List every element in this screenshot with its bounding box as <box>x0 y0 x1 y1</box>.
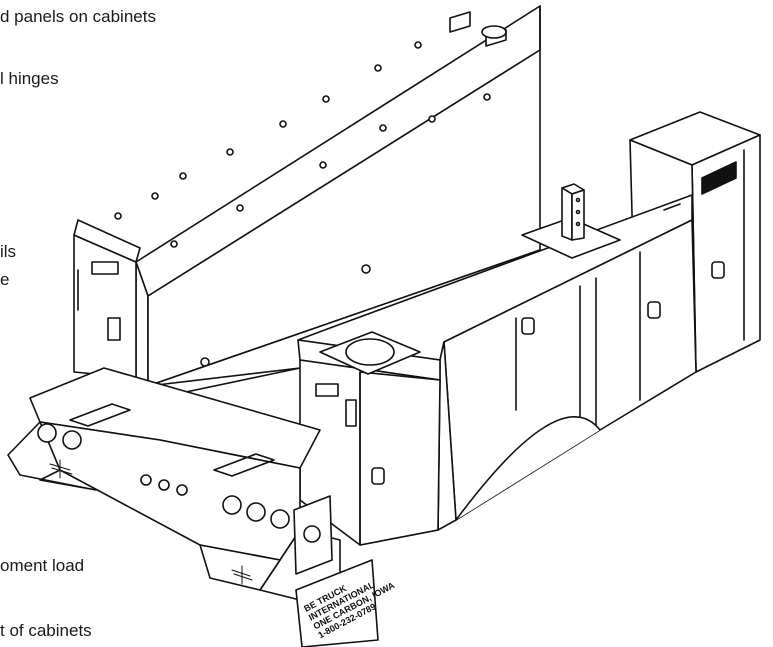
door-latch-icon <box>711 261 725 279</box>
callout-text-hinges: l hinges <box>0 69 59 88</box>
long-storage-box <box>135 5 541 387</box>
round-lamp-icon <box>37 423 57 443</box>
brand-logo-icon <box>701 161 737 195</box>
left-end-cabinet <box>73 219 141 379</box>
front-cabinet <box>297 331 441 546</box>
callout-text-cabinets: t of cabinets <box>0 621 92 640</box>
callout-text-panels: d panels on cabinets <box>0 7 156 26</box>
door-latch-icon <box>521 317 535 335</box>
round-vent-icon <box>481 25 507 39</box>
callout-text-rails: ils <box>0 242 17 261</box>
round-lamp-icon <box>222 495 242 515</box>
front-bumper-deck <box>7 367 341 601</box>
callout-text-load: oment load <box>0 556 85 575</box>
grille-marks <box>49 459 253 585</box>
door-latch-icon <box>647 301 661 319</box>
door-latch-icon <box>371 467 385 485</box>
gooseneck-post-icon <box>521 183 621 259</box>
round-lamp-icon <box>246 502 266 522</box>
round-lamp-icon <box>270 509 290 529</box>
long-box-rivets <box>114 41 491 367</box>
callout-text-rails-2: e <box>0 270 10 289</box>
round-lamp-icon <box>62 430 82 450</box>
